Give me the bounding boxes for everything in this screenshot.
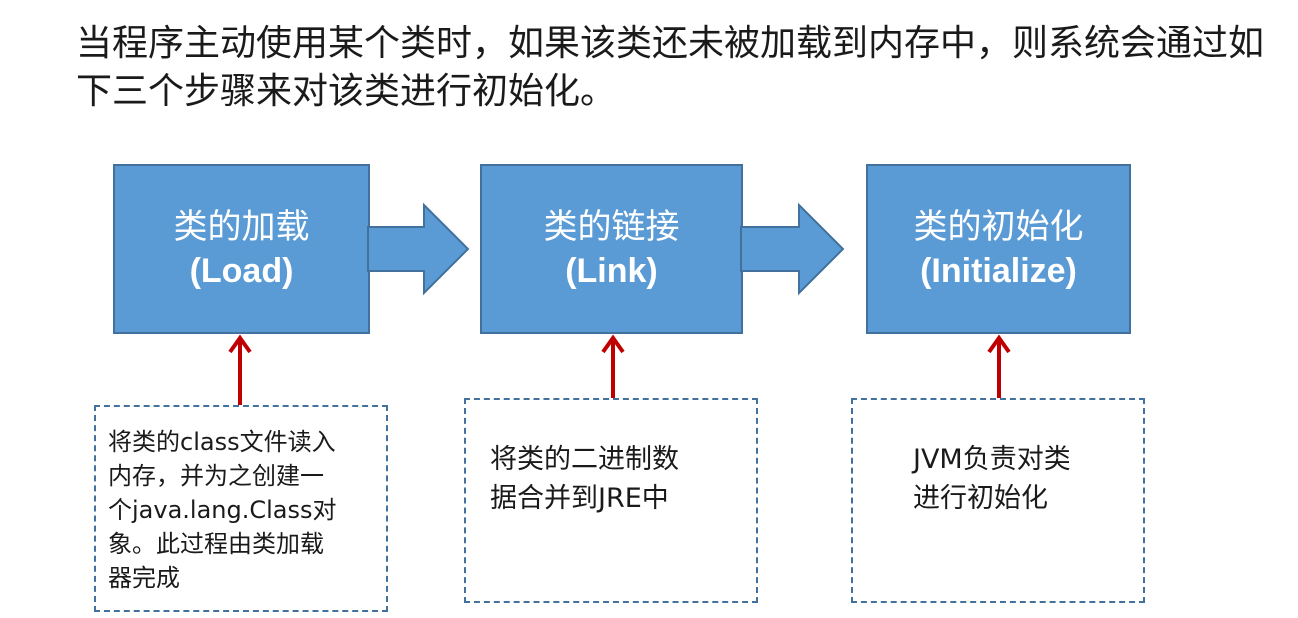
stage-initialize-box: 类的初始化 (Initialize) — [866, 164, 1131, 334]
stage-link-subtitle: (Link) — [565, 252, 658, 290]
stage-link-title: 类的链接 — [543, 207, 680, 247]
note-initialize: JVM负责对类 进行初始化 — [851, 398, 1145, 603]
note-link: 将类的二进制数 据合并到JRE中 — [464, 398, 758, 603]
pointer-arrow-load — [228, 334, 252, 408]
stage-initialize-subtitle: (Initialize) — [920, 252, 1077, 290]
note-load: 将类的class文件读入 内存，并为之创建一 个java.lang.Class对… — [94, 405, 388, 612]
note-load-text: 将类的class文件读入 内存，并为之创建一 个java.lang.Class对… — [108, 428, 337, 592]
stage-load-title: 类的加载 — [173, 207, 310, 247]
stage-load-box: 类的加载 (Load) — [113, 164, 370, 334]
headline: 当程序主动使用某个类时，如果该类还未被加载到内存中，则系统会通过如下三个步骤来对… — [76, 23, 1265, 112]
stage-initialize-title: 类的初始化 — [913, 207, 1084, 247]
flow-arrow-link-to-initialize — [740, 202, 845, 296]
note-link-text: 将类的二进制数 据合并到JRE中 — [490, 444, 679, 514]
flow-arrow-load-to-link — [367, 202, 470, 296]
pointer-arrow-link — [601, 334, 625, 400]
stage-link-box: 类的链接 (Link) — [480, 164, 743, 334]
stage-load-subtitle: (Load) — [189, 252, 294, 290]
pointer-arrow-initialize — [987, 334, 1011, 400]
note-initialize-text: JVM负责对类 进行初始化 — [913, 444, 1071, 514]
